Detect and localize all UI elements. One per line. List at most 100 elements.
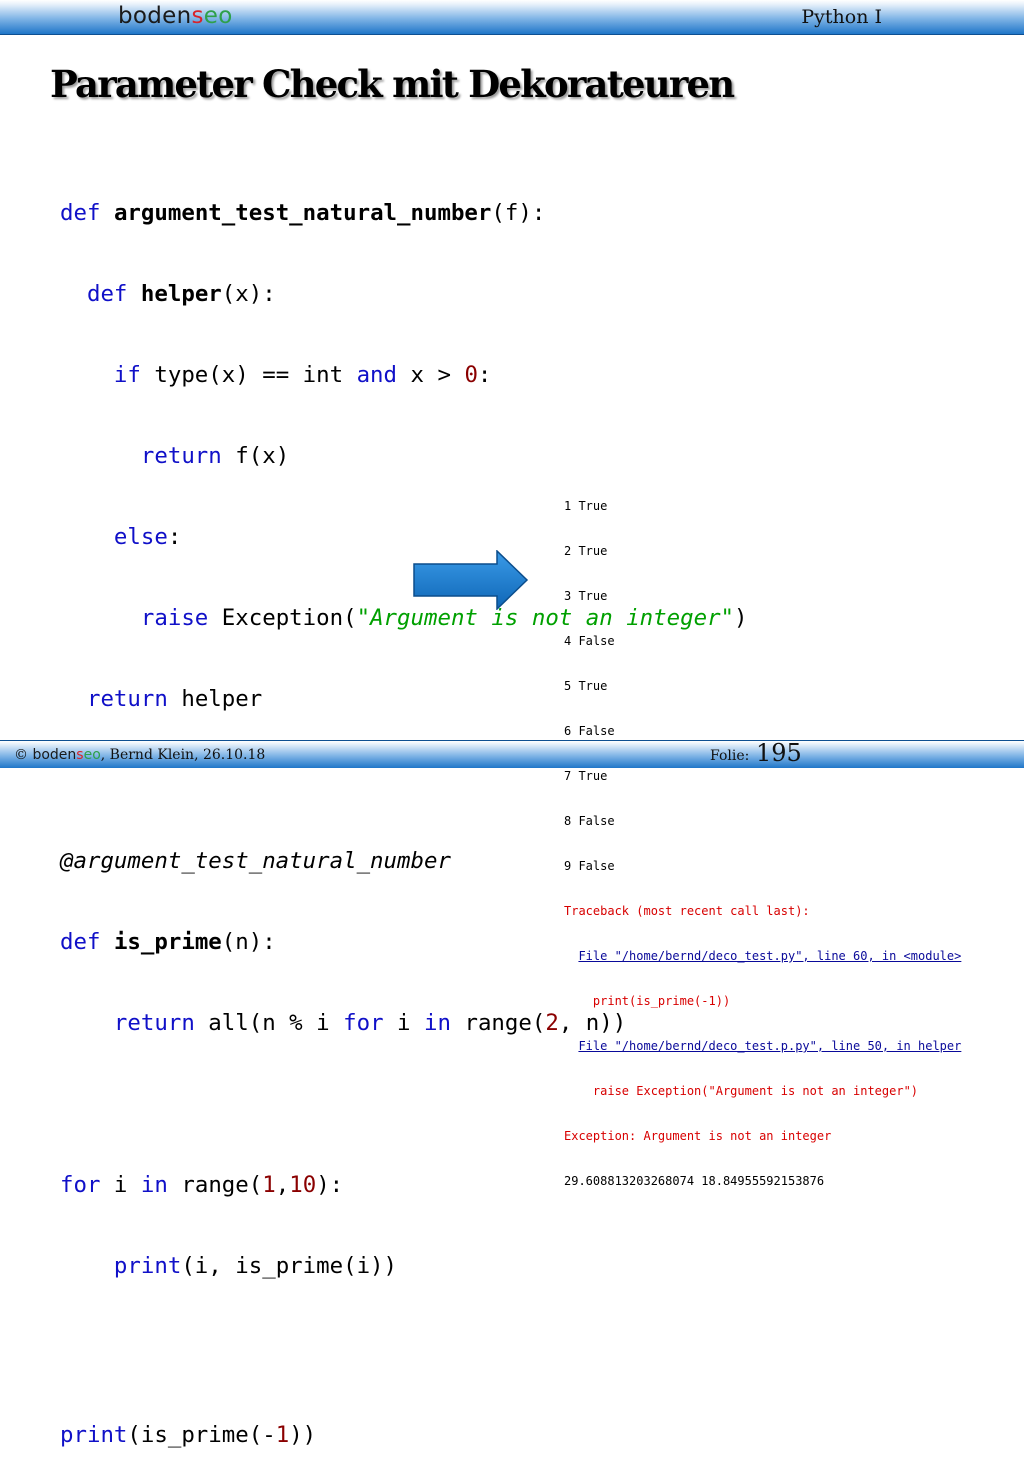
code-text: ,	[275, 1172, 290, 1198]
traceback-code: print(is_prime(-1))	[592, 994, 731, 1008]
code-keyword: in	[140, 1172, 168, 1198]
code-keyword: for	[343, 1010, 384, 1036]
code-text: f(x)	[221, 443, 290, 469]
code-decorator: @argument_test_natural_number	[60, 848, 451, 874]
code-text: (i, is_prime(i))	[181, 1253, 398, 1279]
code-text: (n):	[221, 929, 276, 955]
code-indent	[60, 362, 114, 388]
code-number: 0	[464, 362, 478, 388]
footer-brand-part-3: eo	[83, 747, 101, 763]
code-number: 2	[545, 1010, 559, 1036]
right-arrow-icon	[413, 550, 529, 610]
code-line-16: print(is_prime(-1))	[60, 1422, 748, 1449]
code-line-14: print(i, is_prime(i))	[60, 1253, 748, 1280]
code-text: type(x) == int	[140, 362, 357, 388]
output-line: 7 True	[564, 769, 608, 783]
exception-message: Exception: Argument is not an integer	[564, 1129, 832, 1143]
code-text: Exception(	[208, 605, 357, 631]
copyright-symbol: ©	[14, 747, 28, 763]
traceback-file-link[interactable]: File "/home/bernd/deco_test.p.py", line …	[578, 1039, 962, 1053]
code-line-5: else:	[60, 524, 748, 551]
traceback-file-line: File "/home/bernd/deco_test.p.py", line …	[564, 1039, 961, 1054]
code-number: 1	[275, 1422, 290, 1448]
code-function-name: helper	[140, 281, 222, 307]
program-output: 1 True 2 True 3 True 4 False 5 True 6 Fa…	[564, 469, 961, 1204]
output-line: 9 False	[564, 859, 615, 873]
code-text: all(n % i	[194, 1010, 344, 1036]
traceback-header: Traceback (most recent call last):	[564, 904, 810, 918]
code-line-4: return f(x)	[60, 443, 748, 470]
code-line-6: raise Exception("Argument is not an inte…	[60, 605, 748, 632]
course-title: Python I	[801, 6, 882, 28]
traceback-file-line: File "/home/bernd/deco_test.py", line 60…	[564, 949, 961, 964]
brand-logo: bodenseo	[118, 3, 233, 29]
slide-number-label: Folie:	[710, 748, 750, 764]
code-keyword: raise	[140, 605, 209, 631]
code-keyword: if	[113, 362, 141, 388]
code-keyword: for	[60, 1172, 101, 1198]
code-keyword: print	[113, 1253, 182, 1279]
code-line-1: def argument_test_natural_number(f):	[60, 200, 748, 227]
code-line-3: if type(x) == int and x > 0:	[60, 362, 748, 389]
footer-brand-part-1: boden	[32, 747, 77, 763]
code-text: ))	[289, 1422, 317, 1448]
code-indent	[60, 1010, 114, 1036]
code-line-2: def helper(x):	[60, 281, 748, 308]
code-line-blank	[60, 1334, 748, 1368]
code-indent	[60, 524, 114, 550]
code-string: "Argument is not an integer"	[356, 605, 735, 631]
code-keyword: def	[86, 281, 128, 307]
output-line: 2 True	[564, 544, 608, 558]
footer-bar: © bodenseo, Bernd Klein, 26.10.18 Folie:…	[0, 739, 1024, 768]
code-line-7: return helper	[60, 686, 748, 713]
code-text: (x):	[221, 281, 276, 307]
code-keyword: return	[140, 443, 222, 469]
brand-part-1: boden	[118, 3, 192, 29]
code-indent	[60, 443, 141, 469]
code-keyword: print	[60, 1422, 128, 1448]
code-function-name: argument_test_natural_number	[113, 200, 492, 226]
output-line: 6 False	[564, 724, 615, 738]
code-text: helper	[167, 686, 263, 712]
code-keyword: def	[60, 929, 101, 955]
brand-part-2: s	[191, 3, 204, 29]
code-keyword: return	[86, 686, 168, 712]
traceback-code-line: print(is_prime(-1))	[564, 994, 961, 1009]
output-line: 1 True	[564, 499, 608, 513]
timing-output: 29.608813203268074 18.84955592153876	[564, 1174, 825, 1188]
code-keyword: def	[60, 200, 101, 226]
code-keyword: and	[356, 362, 398, 388]
code-text: (is_prime(-	[127, 1422, 276, 1448]
slide-number: 195	[756, 739, 802, 767]
footer-brand-part-2: s	[76, 747, 84, 763]
code-indent	[60, 1253, 114, 1279]
traceback-code-line: raise Exception("Argument is not an inte…	[564, 1084, 961, 1099]
code-text: x >	[397, 362, 465, 388]
footer-brand: bodenseo	[32, 747, 100, 763]
brand-part-3: eo	[203, 3, 233, 29]
traceback-code: raise Exception("Argument is not an inte…	[592, 1084, 919, 1098]
code-text: :	[477, 362, 492, 388]
code-indent	[60, 686, 87, 712]
header-bar: bodenseo Python I	[0, 0, 1024, 35]
output-line: 3 True	[564, 589, 608, 603]
footer-author-date: , Bernd Klein, 26.10.18	[100, 747, 266, 763]
output-line: 5 True	[564, 679, 608, 693]
code-keyword: in	[424, 1010, 451, 1036]
code-text: )	[734, 605, 748, 631]
code-text: i	[383, 1010, 425, 1036]
code-keyword: return	[113, 1010, 195, 1036]
footer-credit: © bodenseo, Bernd Klein, 26.10.18	[14, 747, 265, 763]
code-indent	[60, 605, 141, 631]
output-line: 8 False	[564, 814, 615, 828]
code-number: 1	[262, 1172, 276, 1198]
code-text: :	[167, 524, 182, 550]
code-text: ):	[316, 1172, 344, 1198]
code-indent	[60, 281, 87, 307]
code-text: i	[100, 1172, 141, 1198]
code-text: range(	[450, 1010, 546, 1036]
slide-title: Parameter Check mit Dekorateuren	[50, 62, 735, 106]
code-number: 10	[289, 1172, 317, 1198]
output-line: 4 False	[564, 634, 615, 648]
traceback-file-link[interactable]: File "/home/bernd/deco_test.py", line 60…	[578, 949, 962, 963]
